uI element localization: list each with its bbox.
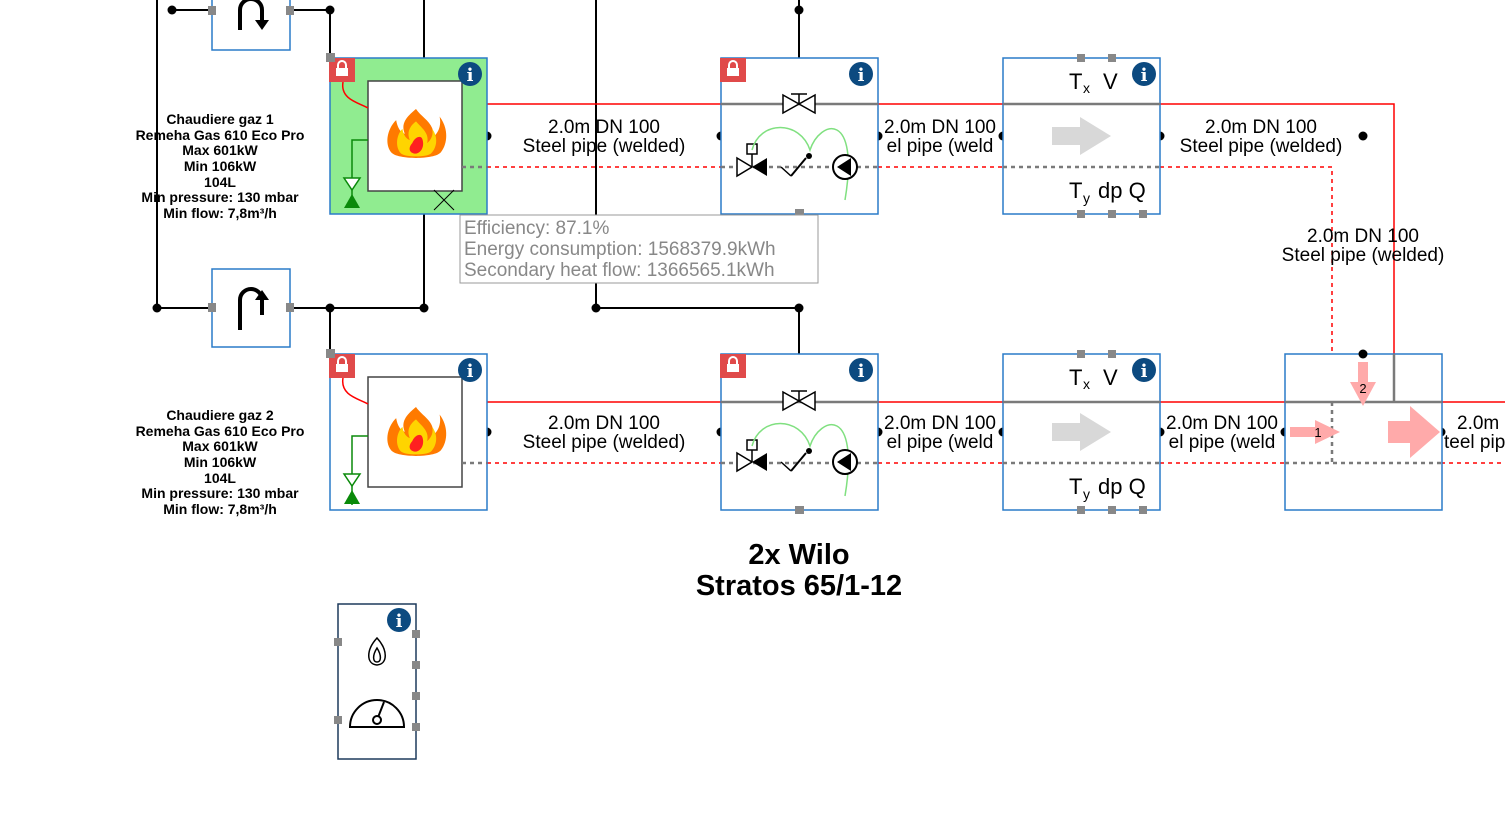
lock-icon[interactable] <box>719 353 747 379</box>
tooltip-heat-flow: Secondary heat flow: 1366565.1kWh <box>464 260 775 281</box>
pipe-label-line1: 2.0m DN 100 <box>1307 226 1419 247</box>
info-label: i <box>858 361 865 382</box>
meas-top-a: T <box>1069 365 1082 390</box>
meas-top-a-sub: x <box>1083 80 1090 96</box>
boiler-name: Chaudiere gaz 2 <box>166 407 274 423</box>
boiler-2[interactable]: i <box>326 349 488 511</box>
bypass-icon <box>238 0 264 30</box>
pipe-label-line1: 2.0m DN 100 <box>548 117 660 138</box>
meas-bottom-a-sub: y <box>1083 190 1090 206</box>
gas-meter-block[interactable]: i <box>334 603 420 760</box>
info-label: i <box>396 611 403 632</box>
pipe-label-line1: 2.0m DN 100 <box>1205 117 1317 138</box>
control-wires <box>152 0 804 354</box>
pump-block-1[interactable]: i <box>719 57 879 217</box>
boiler-min: Min 106kW <box>184 454 257 470</box>
info-label: i <box>1141 361 1148 382</box>
check-valve-icon <box>736 143 812 178</box>
boiler-1-label: Chaudiere gaz 1 Remeha Gas 610 Eco Pro M… <box>136 111 305 221</box>
gauge-icon <box>348 699 406 728</box>
pump-icon <box>832 154 858 180</box>
pipe-label-line1: 2.0m DN 100 <box>1166 413 1278 434</box>
info-label: i <box>467 65 474 86</box>
boiler-min-flow: Min flow: 7,8m³/h <box>163 501 277 517</box>
boiler-model: Remeha Gas 610 Eco Pro <box>136 127 305 143</box>
junction-dot <box>419 303 429 313</box>
meas-bottom-a-sub: y <box>1083 486 1090 502</box>
flow-arrow-icon <box>1290 420 1340 444</box>
tooltip-energy: Energy consumption: 1568379.9kWh <box>464 239 776 260</box>
boiler-tooltip: Efficiency: 87.1% Energy consumption: 15… <box>459 214 819 284</box>
junction-dot <box>794 303 804 313</box>
pipe-label-line2: el pipe (weld <box>887 136 994 157</box>
junction-dot <box>325 303 335 313</box>
meas-bottom-a: T <box>1069 474 1082 499</box>
mixer-block[interactable]: 2 1 <box>1284 349 1443 511</box>
pipe-label-line2: Steel pipe (welded) <box>1180 136 1343 157</box>
info-label: i <box>1141 65 1148 86</box>
meas-bottom-b: dp Q <box>1098 178 1146 203</box>
crosshair-icon <box>433 189 455 211</box>
boiler-max: Max 601kW <box>182 142 258 158</box>
meas-top-b: V <box>1103 365 1118 390</box>
junction-dot <box>325 5 335 15</box>
pipe-label-line1: 2.0m DN 100 <box>884 117 996 138</box>
measurement-block-2[interactable]: T x V T y dp Q i <box>1002 350 1161 514</box>
valve-icon <box>782 93 816 115</box>
boiler-min-pressure: Min pressure: 130 mbar <box>141 485 299 501</box>
info-label: i <box>467 361 474 382</box>
pipe-labels: 2.0m DN 100 Steel pipe (welded) 2.0m DN … <box>523 117 1505 453</box>
pipe-label-line1: 2.0m DN 100 <box>548 413 660 434</box>
tooltip-efficiency: Efficiency: 87.1% <box>464 218 610 239</box>
meas-top-a-sub: x <box>1083 376 1090 392</box>
measurement-block-1[interactable]: T x V T y dp Q i <box>1002 54 1161 218</box>
pump-group-model: Stratos 65/1-12 <box>696 570 902 602</box>
boiler-min-flow: Min flow: 7,8m³/h <box>163 205 277 221</box>
boiler-1[interactable]: i <box>326 53 488 215</box>
meas-bottom-a: T <box>1069 178 1082 203</box>
boiler-name: Chaudiere gaz 1 <box>166 111 274 127</box>
valve-icon <box>782 390 816 412</box>
pump-group-title: 2x Wilo <box>748 539 849 571</box>
lock-icon[interactable] <box>719 57 747 83</box>
flow-arrow-icon <box>1388 406 1440 458</box>
junction-dot <box>167 5 177 15</box>
boiler-model: Remeha Gas 610 Eco Pro <box>136 423 305 439</box>
pipe-label-line2: Steel pipe (welded) <box>1282 245 1445 266</box>
pipe-label-line1: 2.0m <box>1457 413 1499 434</box>
pipe-terminal[interactable] <box>1358 131 1368 141</box>
pipe-label-line2: teel pip <box>1444 432 1505 453</box>
boiler-volume: 104L <box>204 470 236 486</box>
junction-dot <box>591 303 601 313</box>
meas-bottom-b: dp Q <box>1098 474 1146 499</box>
boiler-min-pressure: Min pressure: 130 mbar <box>141 189 299 205</box>
flow-arrow-icon <box>1052 117 1111 155</box>
meas-top-a: T <box>1069 69 1082 94</box>
flow-arrow-icon <box>1350 362 1376 406</box>
boiler-2-label: Chaudiere gaz 2 Remeha Gas 610 Eco Pro M… <box>136 407 305 517</box>
bypass-valve-bottom[interactable] <box>208 268 294 348</box>
boiler-min: Min 106kW <box>184 158 257 174</box>
mixer-input-1: 1 <box>1314 425 1321 440</box>
pipe-label-line1: 2.0m DN 100 <box>884 413 996 434</box>
flow-arrow-icon <box>1052 413 1111 451</box>
junction-dot <box>794 5 804 15</box>
mixer-input-2: 2 <box>1359 381 1366 396</box>
pump-block-2[interactable]: i <box>719 353 879 514</box>
boiler-max: Max 601kW <box>182 438 258 454</box>
bypass-valve-top[interactable] <box>208 0 294 51</box>
pump-icon <box>832 449 858 475</box>
pipe-label-line2: el pipe (weld <box>1169 432 1276 453</box>
pipe-label-line2: Steel pipe (welded) <box>523 432 686 453</box>
info-label: i <box>858 65 865 86</box>
pipe-label-line2: el pipe (weld <box>887 432 994 453</box>
flame-outline-icon <box>368 636 386 666</box>
junction-dot <box>152 303 162 313</box>
pipe-label-line2: Steel pipe (welded) <box>523 136 686 157</box>
boiler-volume: 104L <box>204 174 236 190</box>
meas-top-b: V <box>1103 69 1118 94</box>
